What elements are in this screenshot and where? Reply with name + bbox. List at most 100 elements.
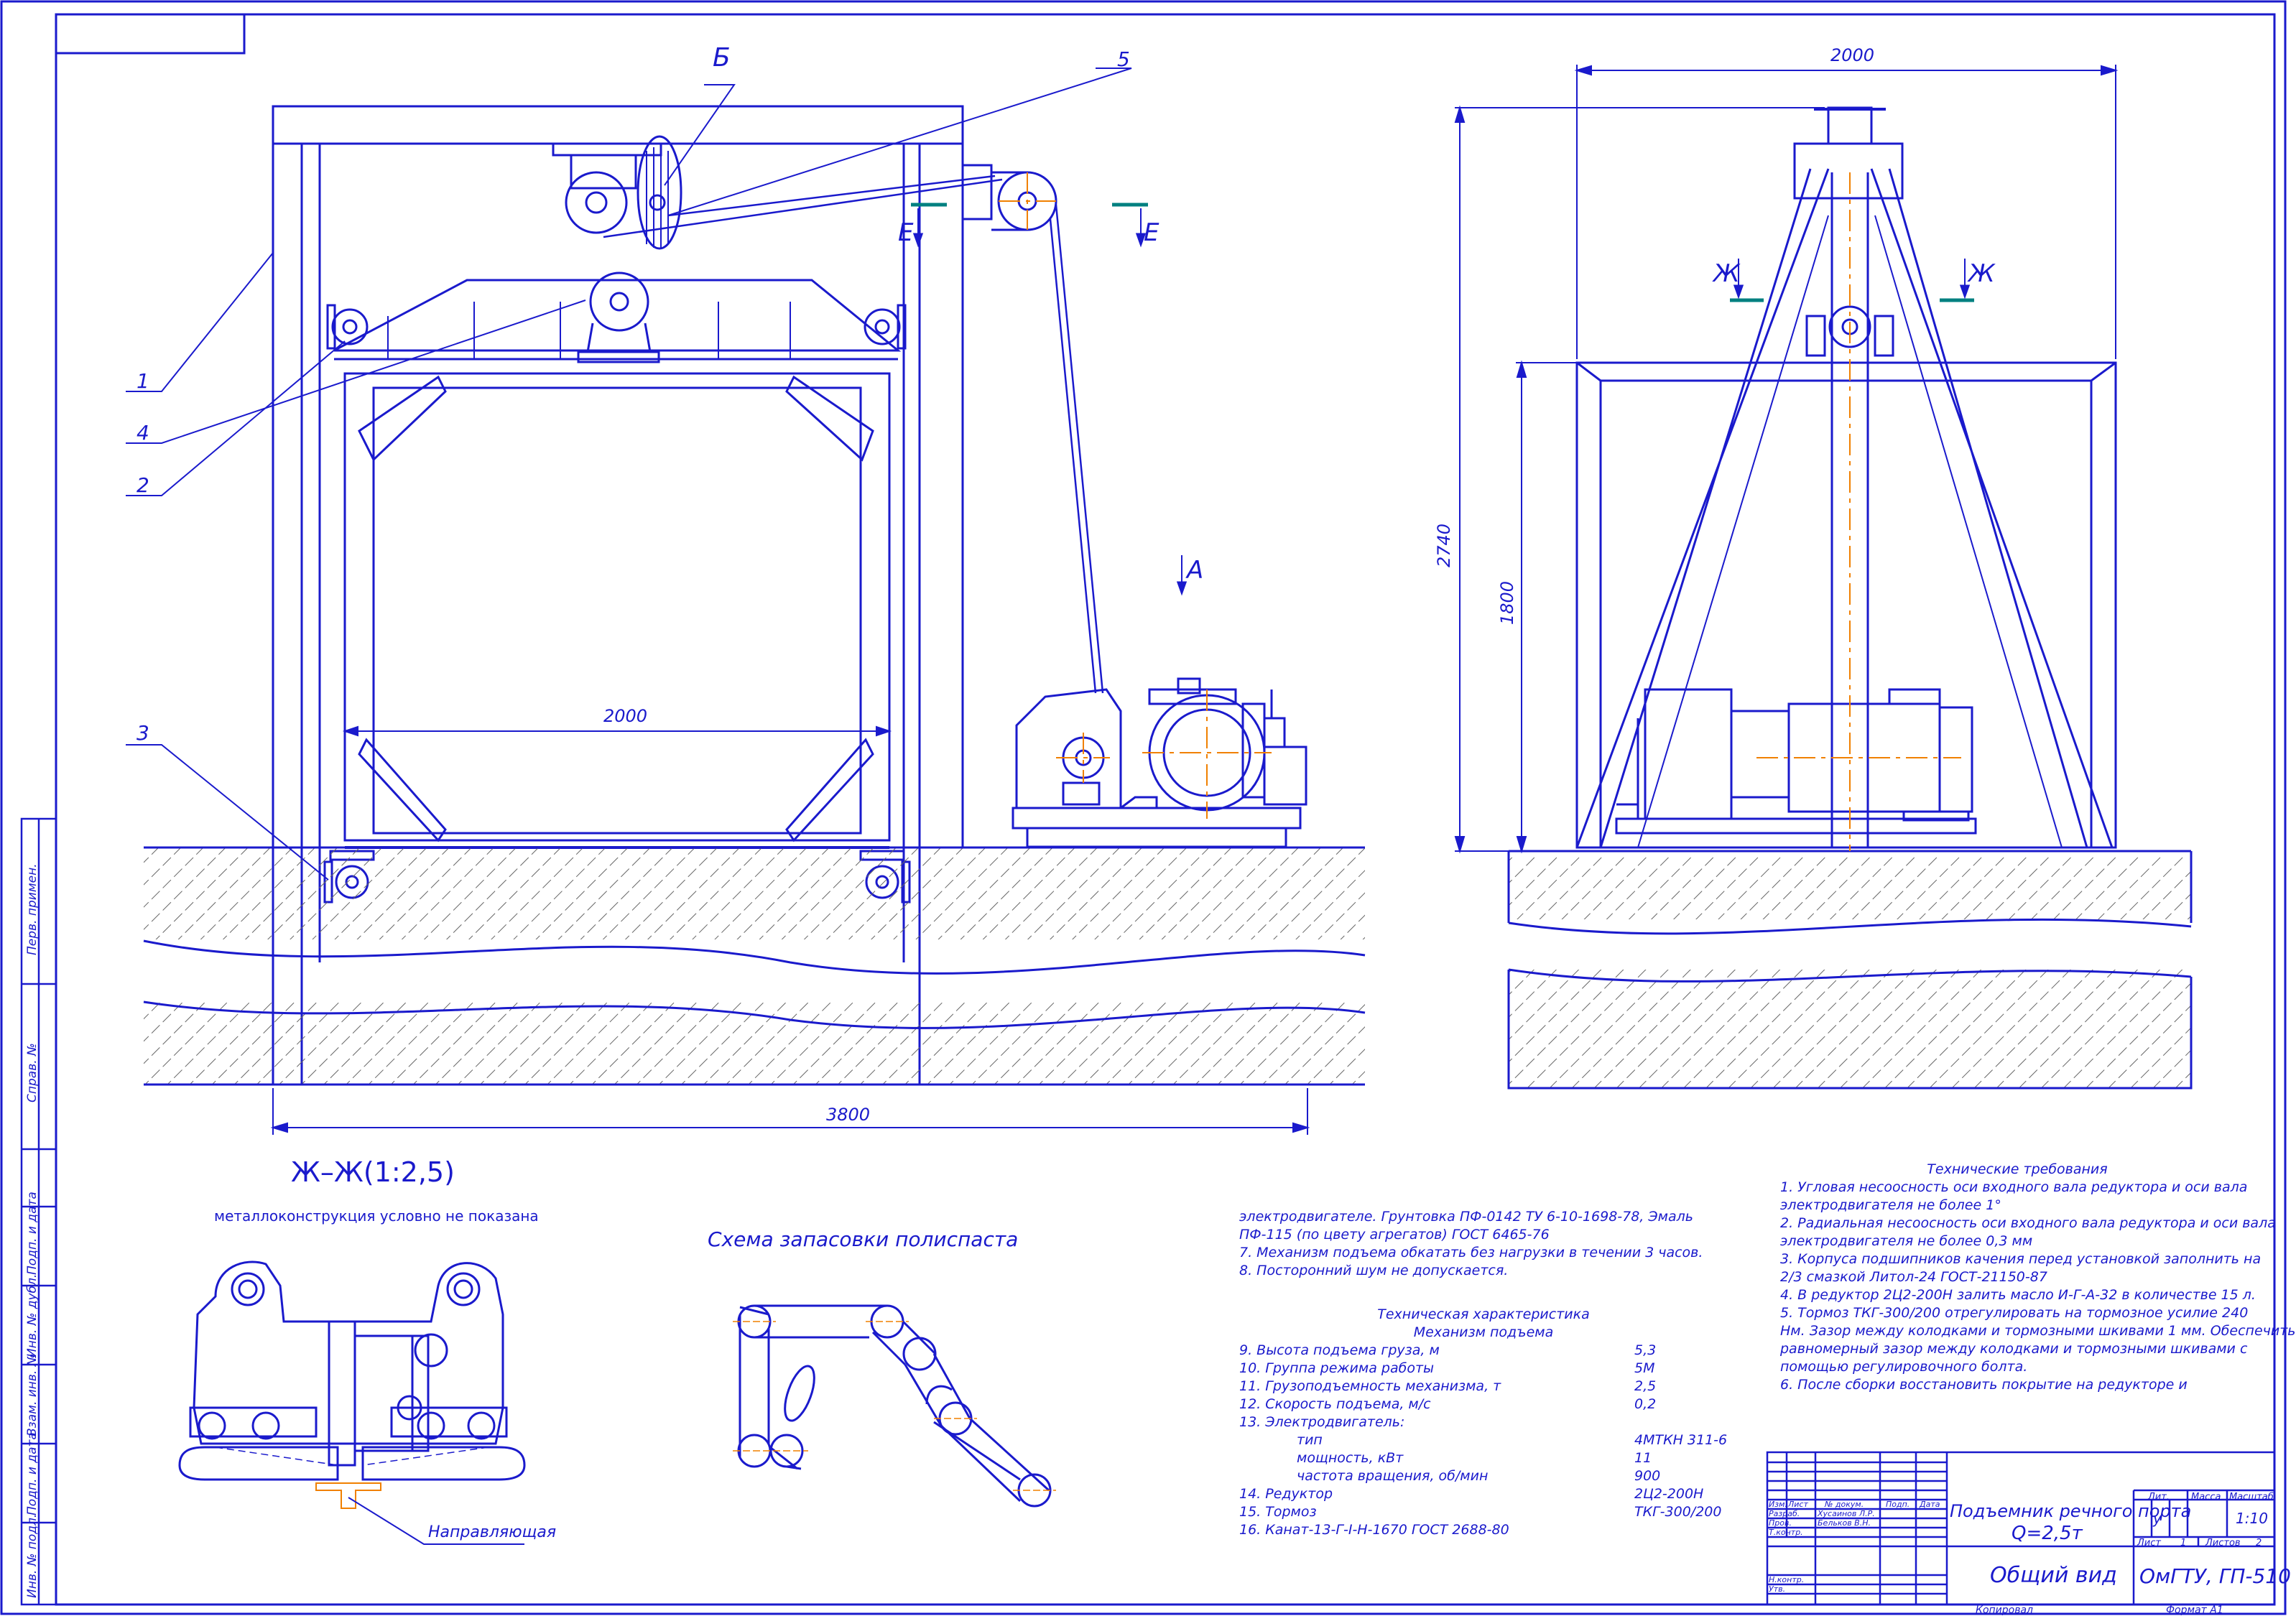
upper-left-guide-roller [331, 308, 369, 345]
hoist-rope [603, 175, 1104, 694]
stamp-inv-dubl: Инв. № дубл. [25, 1274, 40, 1357]
stamp-podp-data-2: Подп. и дата [25, 1432, 40, 1515]
tb-sheet-value: 1 [2180, 1538, 2187, 1548]
tb-role-prov: Пров. [1769, 1518, 1792, 1528]
brake-tkg [1263, 746, 1307, 806]
callout-1: 1 [136, 369, 149, 393]
top-left-stamp-box [55, 13, 246, 55]
technical-requirements: Технические требования 1. Угловая несоос… [1780, 1161, 2296, 1394]
brace-top-right [785, 375, 874, 462]
tech-req-line: электродвигателя не более 1° [1780, 1197, 2001, 1213]
row-value: 11 [1634, 1450, 1652, 1466]
brace-bottom-right [785, 738, 874, 842]
tech-req-line: 4. В редуктор 2Ц2-200Н залить масло И-Г-… [1780, 1287, 2256, 1303]
a-frame-leg-left [1575, 168, 1830, 848]
section-zh-marks [1730, 259, 1974, 302]
callout-4: 4 [136, 421, 149, 445]
tech-char-row: 16. Канат-13-Г-I-Н-1670 ГОСТ 2688-80 [1239, 1521, 1728, 1539]
tb-doc-type: Общий вид [1990, 1563, 2117, 1588]
tech-req-line: 1. Угловая несоосность оси входного вала… [1780, 1179, 2248, 1195]
view-a-label: А [1185, 556, 1203, 585]
tb-design-title-2: Q=2,5т [2012, 1523, 2083, 1544]
tech-req-line: 2/3 смазкой Литол-24 ГОСТ-21150-87 [1780, 1269, 2047, 1285]
row-value: 900 [1634, 1468, 1661, 1484]
row-label: 12. Скорость подъема, м/с [1239, 1396, 1431, 1412]
side-stamp-frame [20, 817, 57, 1606]
traverse-beam [333, 279, 902, 352]
row-label: частота вращения, об/мин [1297, 1468, 1489, 1484]
tb-format: Формат А1 [2166, 1605, 2223, 1616]
tech-req-line: равномерный зазор между колодками и торм… [1780, 1341, 2248, 1357]
left-wheel-section [178, 1446, 339, 1481]
tb-lit-value: у [2153, 1510, 2162, 1527]
stamp-inv-podl: Инв. № подл. [25, 1514, 40, 1598]
tech-req-line: электродвигателя не более 0,3 мм [1780, 1233, 2033, 1249]
container-frame-outer [343, 372, 891, 842]
brace-top-left [358, 375, 447, 462]
row-value: 4МТКН 311-6 [1634, 1432, 1728, 1448]
side-dim-height-total: 2740 [1434, 524, 1454, 567]
front-dimensions [270, 725, 1310, 1135]
row-label: тип [1297, 1432, 1323, 1448]
row-value: 0,2 [1634, 1396, 1657, 1412]
tb-col-sign: Подп. [1886, 1500, 1910, 1509]
tech-char-title: Техническая характеристика [1377, 1306, 1590, 1322]
tech-char-row: 13. Электродвигатель: [1239, 1413, 1728, 1431]
notes-line: 8. Посторонний шум не допускается. [1239, 1263, 1509, 1278]
tech-char-row: частота вращения, об/мин 900 [1239, 1467, 1728, 1485]
tech-req-line: Нм. Зазор между колодками и тормозными ш… [1780, 1323, 2296, 1339]
row-value: 2Ц2-200Н [1634, 1486, 1704, 1502]
callout-5: 5 [1117, 47, 1130, 71]
tb-role-nkontr: Н.контр. [1769, 1575, 1805, 1584]
tb-mass-label: Масса [2191, 1492, 2221, 1503]
section-zh-note: металлоконструкция условно не показана [214, 1207, 539, 1225]
notes-line: ПФ-115 (по цвету агрегатов) ГОСТ 6465-76 [1239, 1227, 1550, 1243]
tech-req-title: Технические требования [1927, 1161, 2108, 1177]
tb-lit-label: Лит. [2148, 1492, 2170, 1503]
side-dim-height-frame: 1800 [1497, 581, 1517, 625]
tech-req-line: 6. После сборки восстановить покрытие на… [1780, 1377, 2188, 1393]
stamp-podp-data-1: Подп. и дата [25, 1192, 40, 1275]
reeving-title: Схема запасовки полиспаста [708, 1227, 1018, 1251]
row-label: 16. Канат-13-Г-I-Н-1670 ГОСТ 2688-80 [1239, 1522, 1509, 1538]
break-line-top [143, 939, 1366, 975]
tb-sheets-label: Листов [2205, 1538, 2241, 1548]
tb-col-date: Дата [1920, 1500, 1940, 1509]
hook-sheave [589, 271, 649, 332]
side-view [1454, 65, 2193, 1090]
tech-char-row: тип 4МТКН 311-6 [1239, 1431, 1728, 1449]
front-view [126, 68, 1366, 1135]
gearbox-2c2-200n [1015, 688, 1122, 808]
upper-right-guide-roller [864, 308, 901, 345]
tb-sheet-label: Лист [2137, 1538, 2161, 1548]
tb-sheets-value: 2 [2256, 1538, 2262, 1548]
tech-req-line: 2. Радиальная несоосность оси входного в… [1780, 1215, 2276, 1231]
tech-char-subtitle: Механизм подъема [1413, 1324, 1554, 1340]
row-value: 5М [1634, 1360, 1655, 1376]
stamp-vzam-inv: Взам. инв. № [25, 1354, 40, 1436]
section-e-marks [911, 203, 1148, 248]
callout-leaders [126, 68, 1132, 881]
tb-scale-value: 1:10 [2236, 1510, 2268, 1527]
notes-continued: электродвигателе. Грунтовка ПФ-0142 ТУ 6… [1239, 1208, 1735, 1280]
brace-bottom-left [358, 738, 447, 842]
tb-col-izm: Изм. [1769, 1500, 1787, 1509]
dim-total-width: 3800 [826, 1105, 870, 1125]
section-e-label-left: Е [898, 218, 914, 247]
reeving-scheme [733, 1304, 1056, 1508]
tb-role-razrab: Разраб. [1769, 1509, 1800, 1518]
break-line-bottom [143, 1000, 1366, 1029]
notes-line: электродвигателе. Грунтовка ПФ-0142 ТУ 6… [1239, 1209, 1693, 1225]
side-ground-hatch-bottom [1509, 970, 2191, 1088]
tech-req-line: помощью регулировочного болта. [1780, 1359, 2028, 1375]
tb-role-tkontr: Т.контр. [1769, 1528, 1803, 1537]
tb-org: ОмГТУ, ГП-510 [2139, 1564, 2291, 1588]
tb-col-list: Лист [1788, 1500, 1808, 1509]
